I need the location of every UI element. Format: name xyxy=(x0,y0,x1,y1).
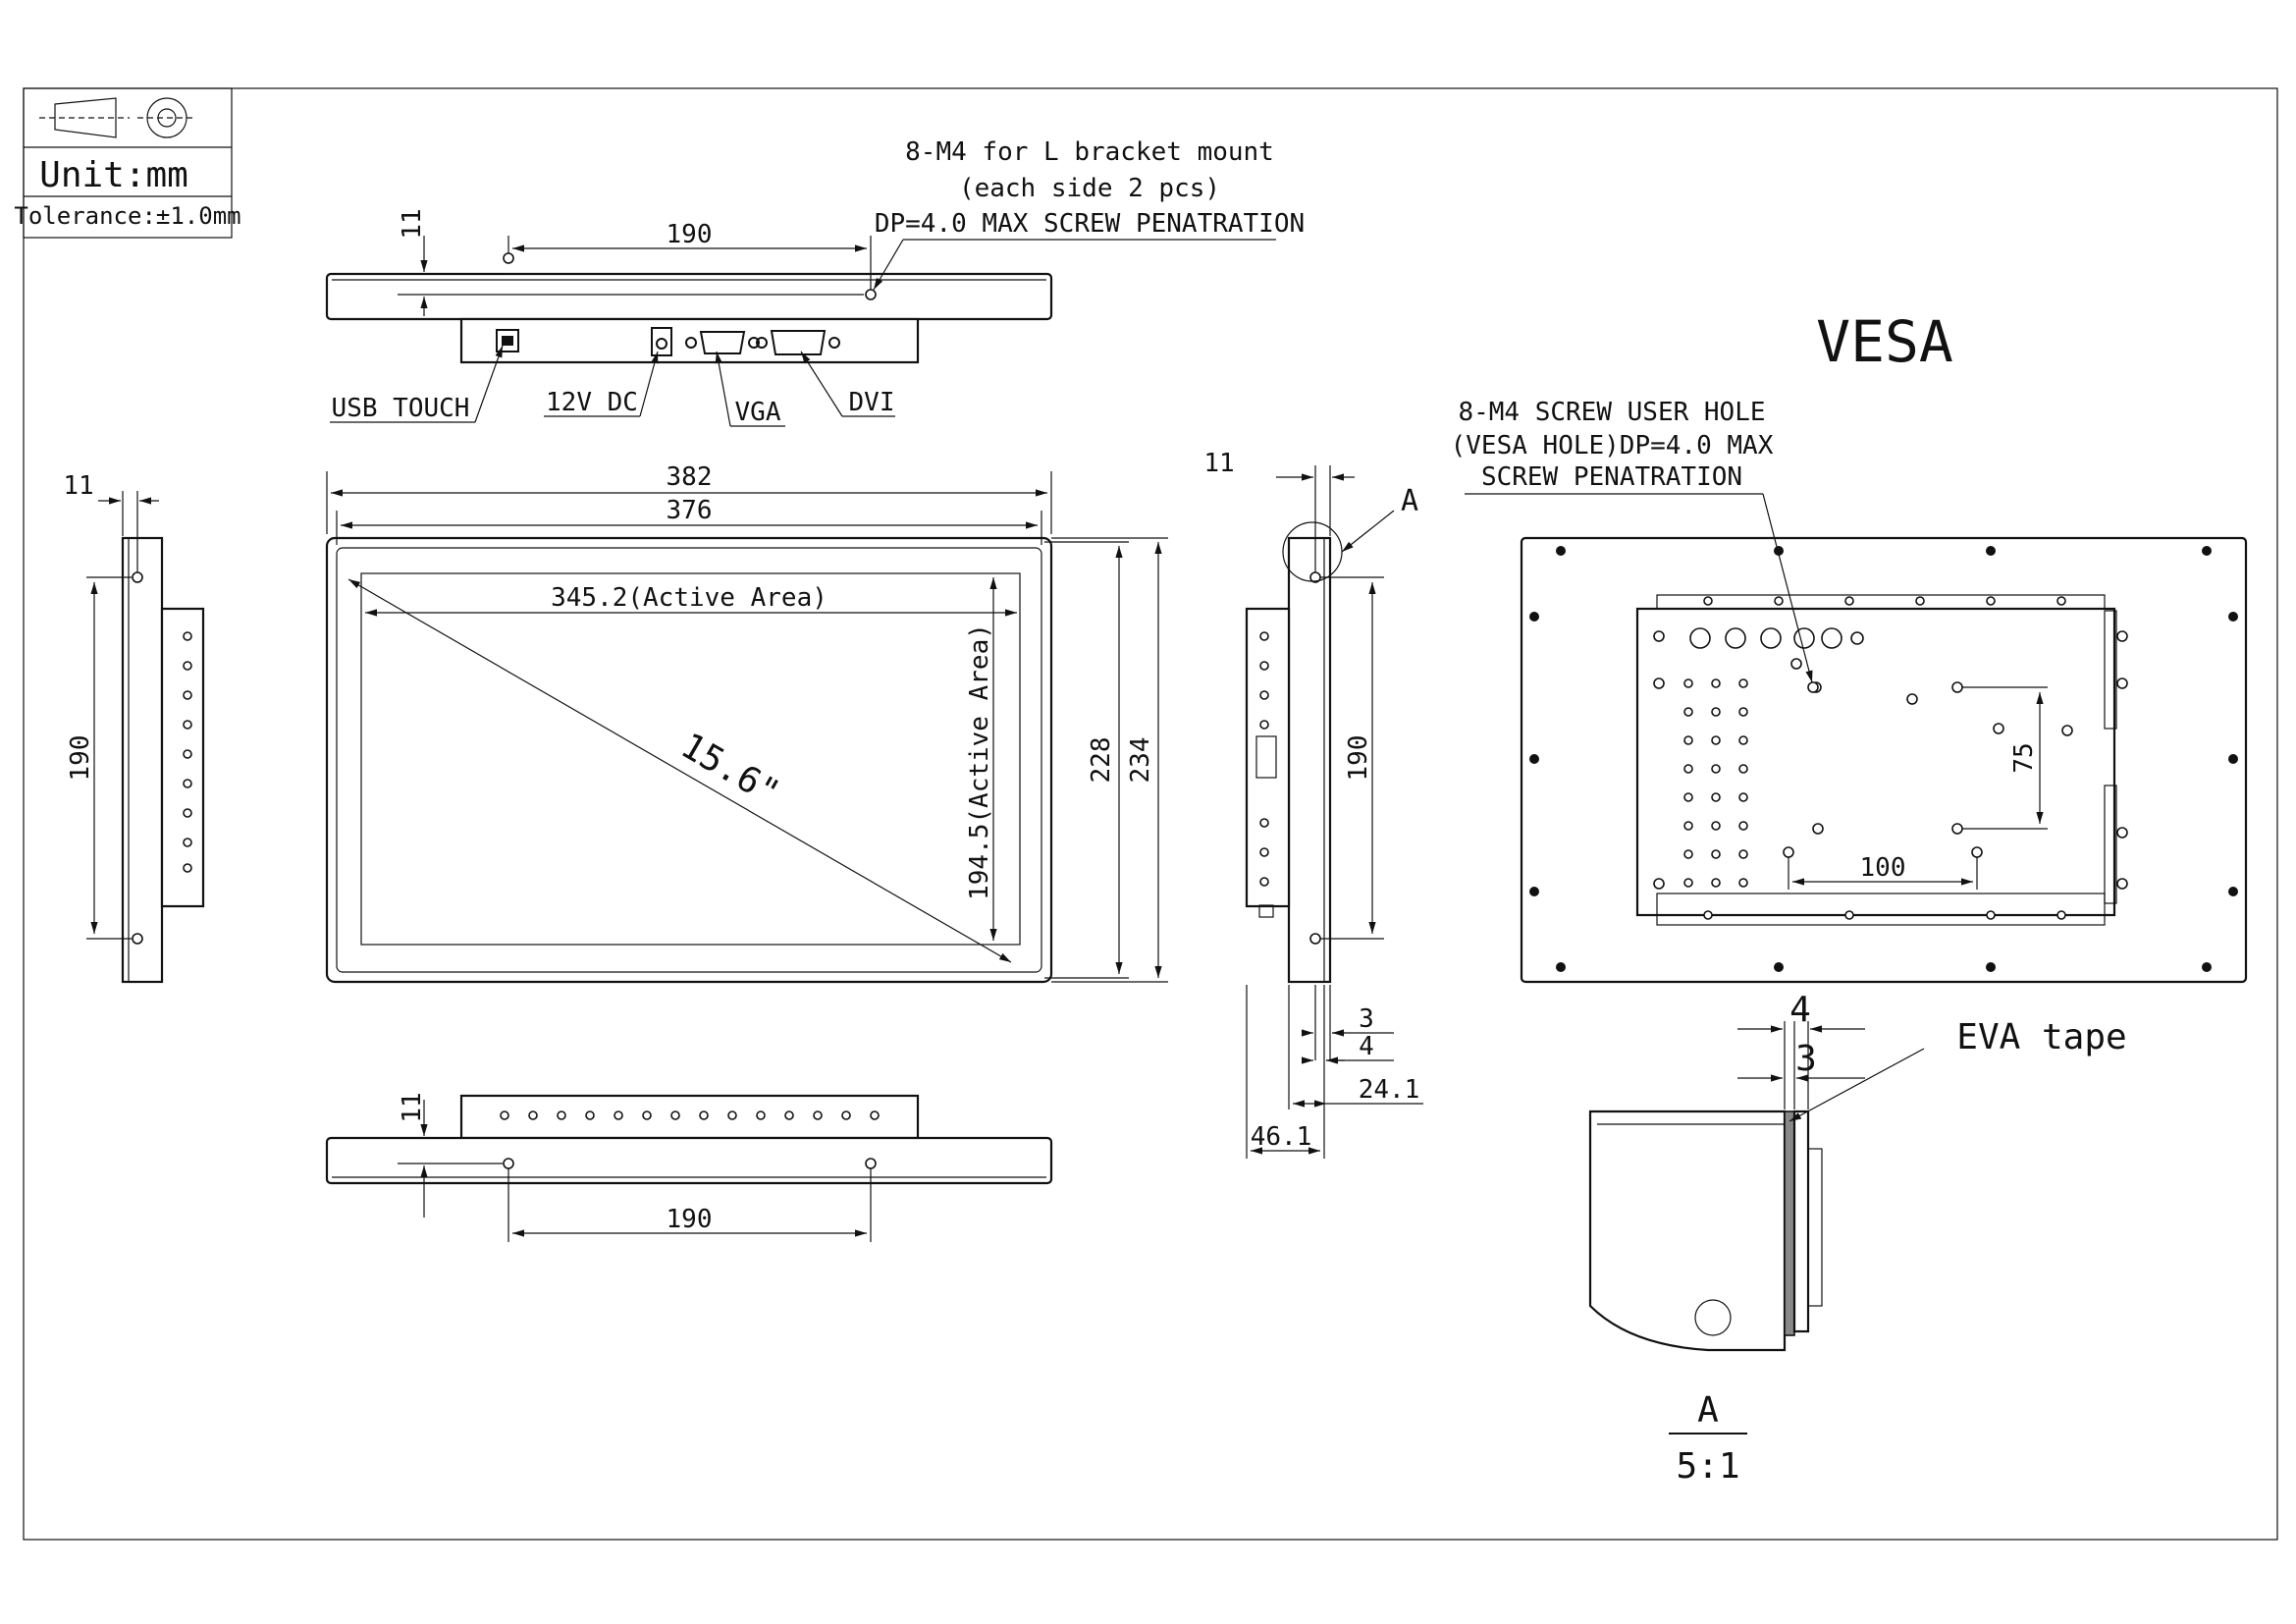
side-dim-3: 3 xyxy=(1359,1004,1374,1034)
bottom-dim-11: 11 xyxy=(398,1092,427,1122)
front-dim-228: 228 xyxy=(1087,737,1116,784)
vesa-note-line3: SCREW PENATRATION xyxy=(1481,462,1742,492)
vesa-dim-75: 75 xyxy=(2009,742,2039,773)
dc-jack xyxy=(651,327,672,356)
detail-dim-3: 3 xyxy=(1795,1039,1817,1079)
port-label-dvi: DVI xyxy=(849,388,895,417)
side-dim-190: 190 xyxy=(1344,735,1373,782)
title-block: Unit:mm Tolerance:±1.0mm xyxy=(14,87,241,239)
bottom-dim-190: 190 xyxy=(667,1205,713,1234)
top-view: 190 11 8-M4 for L bracket mount (each si… xyxy=(325,137,1305,427)
eva-tape-label: EVA tape xyxy=(1956,1017,2126,1057)
projection-cone-icon xyxy=(54,97,117,138)
side-dim-4: 4 xyxy=(1359,1032,1374,1061)
right-view-holes xyxy=(1259,631,1269,887)
rear-panel-holes xyxy=(1653,596,2128,920)
bracket-note-line3: DP=4.0 MAX SCREW PENATRATION xyxy=(875,209,1305,239)
dvi-port xyxy=(770,330,827,355)
front-dim-234: 234 xyxy=(1126,737,1155,784)
usb-touch-port xyxy=(496,329,519,352)
port-label-12v-dc: 12V DC xyxy=(546,388,638,417)
left-view-holes xyxy=(183,631,192,873)
left-side-view: 190 11 xyxy=(63,471,205,984)
tolerance-label: Tolerance:±1.0mm xyxy=(14,202,240,230)
active-width-label: 345.2(Active Area) xyxy=(551,583,828,613)
eva-tape xyxy=(1784,1110,1795,1336)
top-dim-11: 11 xyxy=(398,208,427,239)
rear-grid-holes xyxy=(1683,678,1748,888)
right-side-view: A 11 190 3 4 24.1 46.1 xyxy=(1203,449,1423,1159)
side-dim-24-1: 24.1 xyxy=(1359,1075,1420,1105)
bottom-view-holes xyxy=(500,1110,880,1120)
top-dim-190: 190 xyxy=(667,220,713,249)
vesa-title: VESA xyxy=(1816,308,1953,375)
detail-a-view: 4 3 EVA tape A 5:1 xyxy=(1588,990,2127,1487)
vesa-rear-view: 75 100 8-M4 SCREW USER HOLE (VESA HOLE)D… xyxy=(1451,398,2248,984)
vga-port xyxy=(699,331,746,354)
unit-label: Unit:mm xyxy=(39,155,188,195)
vesa-dim-100: 100 xyxy=(1860,853,1906,883)
sheet-border xyxy=(23,87,2278,1541)
left-dim-190: 190 xyxy=(66,735,95,782)
side-dim-46-1: 46.1 xyxy=(1251,1122,1312,1152)
rear-mounting-holes xyxy=(1529,546,2238,972)
active-height-label: 194.5(Active Area) xyxy=(965,623,994,900)
vesa-note-line1: 8-M4 SCREW USER HOLE xyxy=(1458,398,1765,427)
port-label-vga: VGA xyxy=(735,398,781,427)
detail-dim-4: 4 xyxy=(1789,990,1811,1030)
bracket-note-line1: 8-M4 for L bracket mount xyxy=(905,137,1274,167)
vesa-note-line2: (VESA HOLE)DP=4.0 MAX xyxy=(1451,431,1774,460)
detail-a-callout: A xyxy=(1401,484,1418,518)
left-dim-11: 11 xyxy=(63,471,93,501)
front-dim-376: 376 xyxy=(667,496,713,525)
detail-screw-hole xyxy=(1694,1299,1732,1336)
side-dim-11: 11 xyxy=(1203,449,1234,478)
port-label-usb-touch: USB TOUCH xyxy=(332,394,470,423)
front-view: 15.6" 345.2(Active Area) 194.5(Active Ar… xyxy=(325,462,1168,984)
bracket-note-line2: (each side 2 pcs) xyxy=(959,174,1220,203)
front-dim-382: 382 xyxy=(667,462,713,492)
detail-scale: 5:1 xyxy=(1676,1446,1739,1487)
detail-label-a: A xyxy=(1697,1390,1719,1431)
bottom-view: 190 11 xyxy=(325,1092,1053,1242)
